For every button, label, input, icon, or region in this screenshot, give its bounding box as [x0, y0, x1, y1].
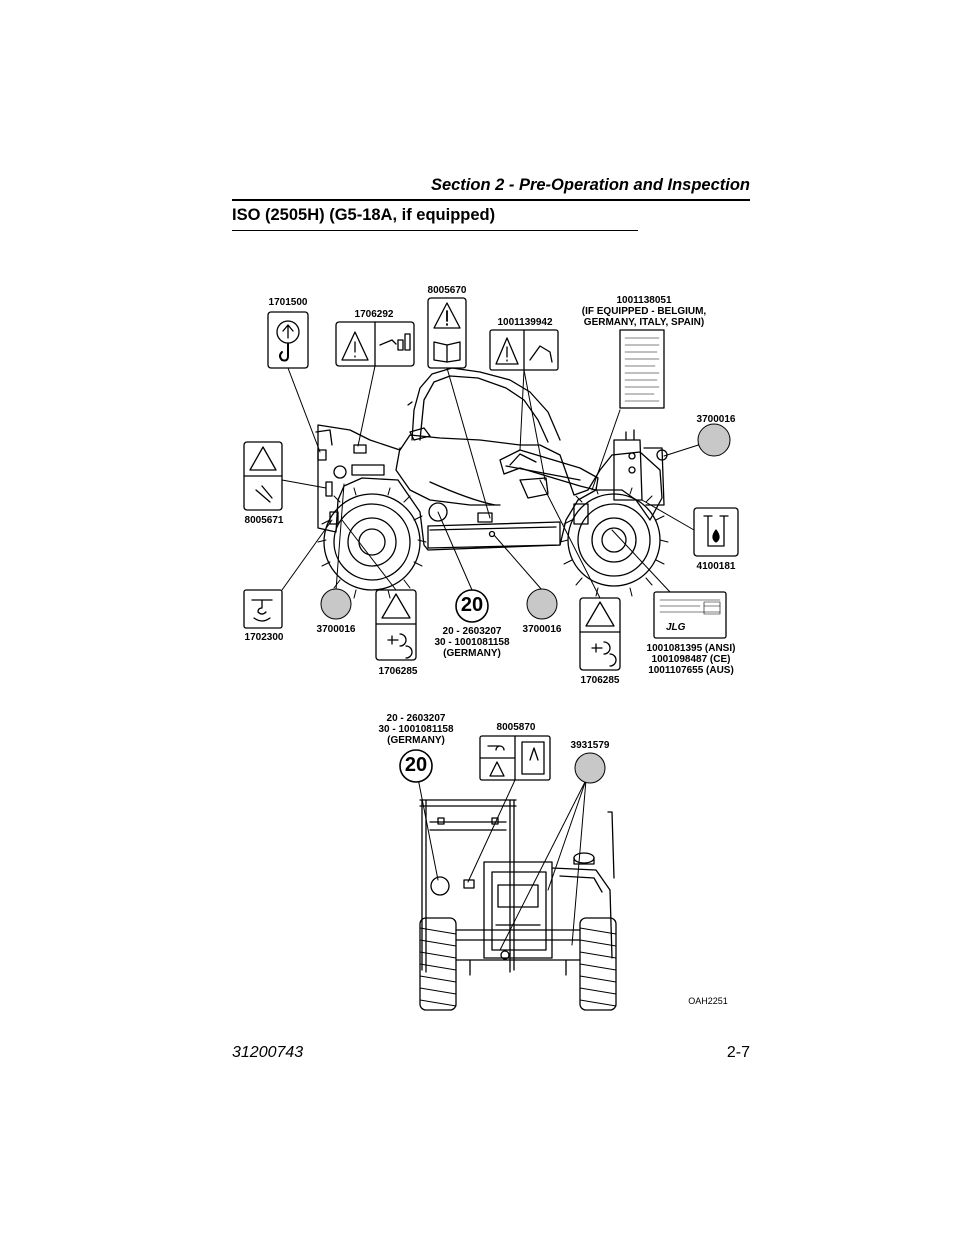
- decal-8005870: [479, 735, 551, 781]
- label-8005671: 8005671: [244, 515, 284, 526]
- decal-circle-3700016-mid: [526, 588, 558, 620]
- label-1001138051-line1: 1001138051: [616, 295, 672, 306]
- badge-20-top: [455, 589, 489, 623]
- decal-1701500: [267, 311, 309, 369]
- label-1702300: 1702300: [244, 632, 284, 643]
- page-heading: ISO (2505H) (G5-18A, if equipped): [232, 206, 496, 224]
- label-1706292: 1706292: [354, 309, 394, 320]
- label-3700016-left: 3700016: [316, 624, 356, 635]
- decal-serial-plate: [653, 591, 727, 639]
- label-combo-a-line2: 30 - 1001081158: [434, 637, 510, 648]
- label-4100181: 4100181: [696, 561, 736, 572]
- figure-id: OAH2251: [688, 996, 728, 1006]
- decal-1706285-left: [375, 589, 417, 661]
- label-1706285-left: 1706285: [378, 666, 418, 677]
- label-combo-b-line1: 20 - 2603207: [386, 713, 446, 724]
- decal-circles: [320, 423, 731, 784]
- decal-circle-3700016-right: [697, 423, 731, 457]
- decal-1702300: [243, 589, 283, 629]
- serial-plate-brand: JLG: [666, 622, 686, 633]
- decal-8005671: [243, 441, 283, 511]
- machine-front-view: [419, 799, 617, 1011]
- doc-number: 31200743: [232, 1044, 304, 1061]
- label-combo-a-line3: (GERMANY): [443, 648, 501, 659]
- label-plate-line3: 1001107655 (AUS): [648, 665, 734, 676]
- decal-1706292: [335, 321, 415, 367]
- label-1001138051-line3: GERMANY, ITALY, SPAIN): [583, 317, 705, 328]
- section-rule: [232, 199, 750, 201]
- decal-4100181: [693, 507, 739, 557]
- badge-20-bottom-number: 20: [404, 754, 428, 776]
- decal-1706285-right: [579, 597, 621, 671]
- decal-8005670: [427, 297, 467, 369]
- label-combo-b-line3: (GERMANY): [387, 735, 445, 746]
- decal-1001138051: [619, 329, 665, 409]
- decal-1001139942: [489, 329, 559, 371]
- section-title: Section 2 - Pre-Operation and Inspection: [430, 176, 750, 194]
- label-8005670: 8005670: [427, 285, 467, 296]
- label-plate-line2: 1001098487 (CE): [651, 654, 731, 665]
- label-1706285-right: 1706285: [580, 675, 620, 686]
- heading-rule: [232, 230, 638, 231]
- label-3700016-right: 3700016: [696, 414, 736, 425]
- label-8005870: 8005870: [496, 722, 536, 733]
- badges: [399, 589, 489, 783]
- decal-circle-3700016-left: [320, 588, 352, 620]
- label-3931579: 3931579: [570, 740, 610, 751]
- leader-lines: [281, 365, 715, 951]
- machine-side-view: [315, 367, 669, 599]
- label-1001139942: 1001139942: [497, 317, 553, 328]
- label-plate-line1: 1001081395 (ANSI): [646, 643, 736, 654]
- label-combo-a-line1: 20 - 2603207: [442, 626, 502, 637]
- page-number: 2-7: [726, 1044, 750, 1061]
- label-combo-b-line2: 30 - 1001081158: [378, 724, 454, 735]
- label-1001138051-line2: (IF EQUIPPED - BELGIUM,: [581, 306, 707, 317]
- label-1701500: 1701500: [268, 297, 308, 308]
- badge-20-bottom: [399, 749, 433, 783]
- decal-circle-3931579: [574, 752, 606, 784]
- label-3700016-mid: 3700016: [522, 624, 562, 635]
- badge-20-top-number: 20: [460, 594, 484, 616]
